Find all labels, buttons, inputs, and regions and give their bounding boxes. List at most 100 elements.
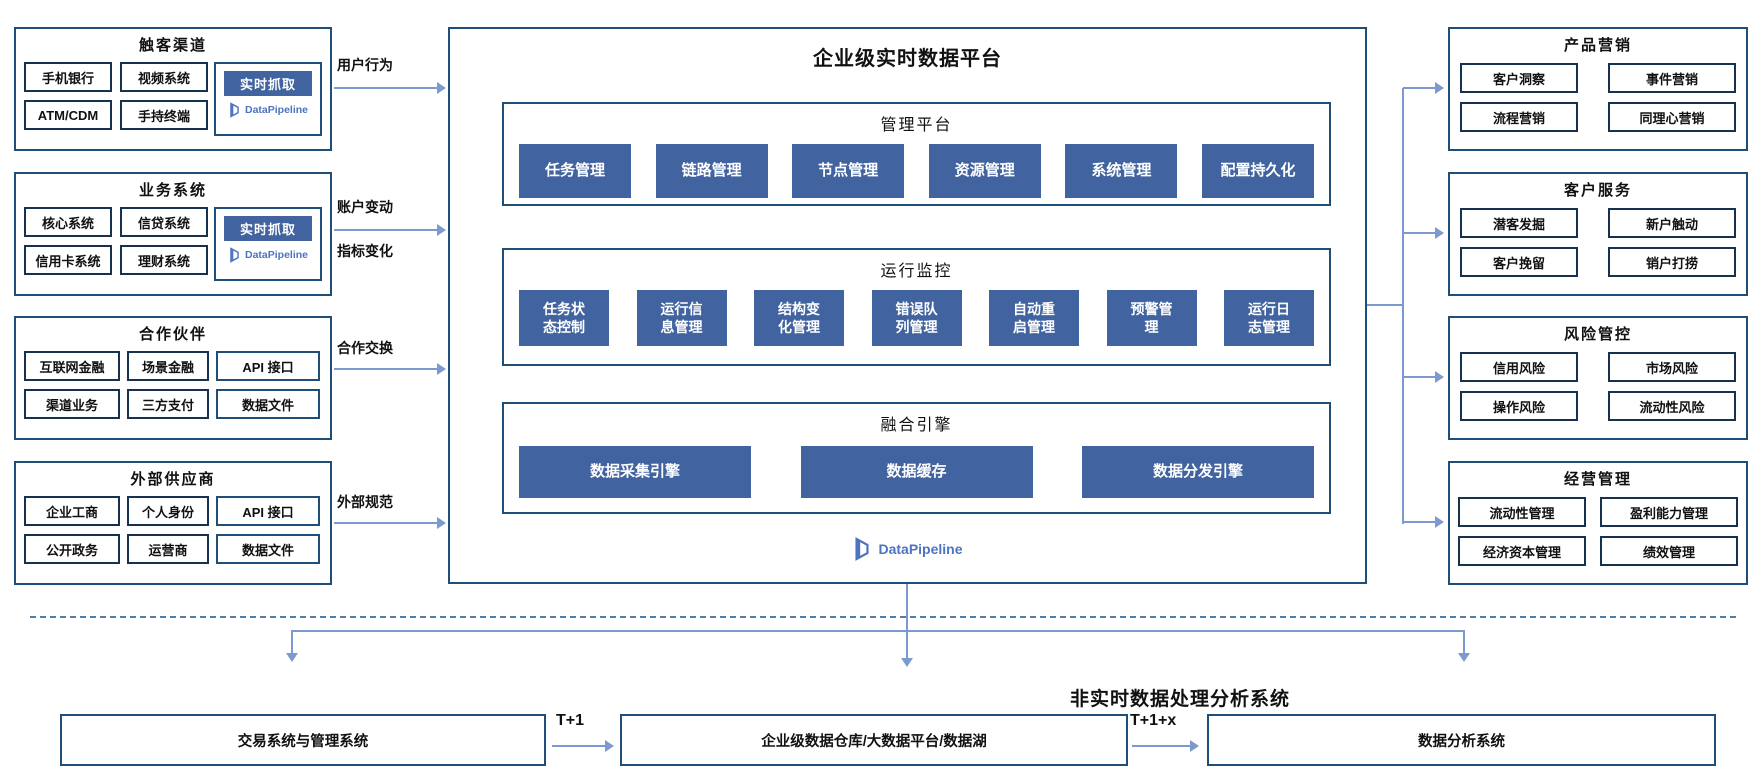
- item-grid: 核心系统 信贷系统 信用卡系统 理财系统: [24, 207, 208, 281]
- arrow-to-risk-control: [1403, 371, 1444, 383]
- module-line: 运行日: [1248, 300, 1290, 317]
- list-item: 新户触动: [1608, 208, 1736, 238]
- trunk-line: [1402, 88, 1404, 524]
- logo-text: DataPipeline: [244, 104, 309, 116]
- item-grid: 手机银行 视频系统 ATM/CDM 手持终端: [24, 62, 208, 136]
- list-item: 手持终端: [120, 100, 208, 130]
- panel-title: 业务系统: [138, 182, 207, 199]
- list-item: 渠道业务: [24, 389, 120, 419]
- module-line: 理: [1144, 319, 1159, 335]
- list-item: 潜客发掘: [1460, 208, 1578, 238]
- arrow-external-spec: [334, 517, 446, 529]
- flow-label-external-spec: 外部规范: [337, 494, 393, 510]
- module-line: 息管理: [660, 319, 703, 335]
- module-box: 配置持久化: [1201, 144, 1314, 198]
- panel-risk-control: 风险管控 信用风险 市场风险 操作风险 流动性风险: [1448, 316, 1748, 440]
- capture-label: 实时抓取: [224, 216, 312, 241]
- list-item: 同理心营销: [1608, 102, 1736, 132]
- module-box: 系统管理: [1065, 144, 1178, 198]
- module-line: 化管理: [778, 319, 820, 335]
- module-line: 结构变: [778, 300, 820, 317]
- module-line: 志管理: [1248, 319, 1290, 335]
- list-item: 销户打捞: [1608, 247, 1736, 277]
- module-box: 错误队 列管理: [871, 290, 962, 346]
- arrow-account-change: [334, 224, 446, 236]
- datapipeline-logo-icon: [230, 102, 239, 118]
- datapipeline-logo-icon: [855, 537, 870, 561]
- flow-label-cooperation-exchange: 合作交换: [337, 340, 393, 356]
- list-item: 流程营销: [1460, 102, 1578, 132]
- list-item: 运营商: [127, 534, 209, 564]
- datapipeline-logo-icon: [230, 247, 239, 263]
- channel-item: API 接口: [216, 351, 320, 381]
- list-item: 信用卡系统: [24, 245, 112, 275]
- engine-box: 数据缓存: [800, 446, 1033, 498]
- realtime-nonrealtime-divider: [30, 616, 1736, 618]
- t-plus-1-x-label: T+1+x: [1130, 712, 1177, 729]
- item-grid: 潜客发掘 新户触动 客户挽留 销户打捞: [1460, 208, 1736, 277]
- engine-box: 数据分发引擎: [1082, 446, 1314, 498]
- nonrealtime-title: 非实时数据处理分析系统: [1069, 689, 1290, 710]
- bottom-connector-line: [292, 630, 1464, 632]
- list-item: 公开政务: [24, 534, 120, 564]
- platform-title: 企业级实时数据平台: [813, 48, 1002, 70]
- panel-partners: 合作伙伴 互联网金融 场景金融 API 接口 渠道业务 三方支付 数据文件: [14, 316, 332, 440]
- module-box: 预警管 理: [1106, 290, 1197, 346]
- list-item: 场景金融: [127, 351, 209, 381]
- item-grid: 客户洞察 事件营销 流程营销 同理心营销: [1460, 63, 1736, 132]
- list-item: ATM/CDM: [24, 100, 112, 130]
- realtime-data-platform: 企业级实时数据平台 管理平台 任务管理 链路管理 节点管理 资源管理 系统管理 …: [448, 27, 1367, 584]
- module-box: 自动重 启管理: [989, 290, 1079, 346]
- logo-text: DataPipeline: [244, 249, 309, 261]
- list-item: 信贷系统: [120, 207, 208, 237]
- module-line: 任务状: [543, 300, 585, 317]
- list-item: 绩效管理: [1600, 536, 1738, 566]
- item-grid: 企业工商 个人身份 API 接口 公开政务 运营商 数据文件: [24, 496, 320, 564]
- list-item: 流动性管理: [1458, 497, 1586, 527]
- section-title: 管理平台: [880, 117, 953, 134]
- module-box: 节点管理: [792, 144, 905, 198]
- list-item: 盈利能力管理: [1600, 497, 1738, 527]
- section-fusion-engine: 融合引擎 数据采集引擎 数据缓存 数据分发引擎: [502, 402, 1331, 514]
- list-item: 市场风险: [1608, 352, 1736, 382]
- module-line: 列管理: [895, 319, 938, 335]
- arrow-cooperation-exchange: [334, 363, 446, 375]
- panel-product-marketing: 产品营销 客户洞察 事件营销 流程营销 同理心营销: [1448, 27, 1748, 151]
- arrow-user-behavior: [334, 82, 446, 94]
- module-line: 预警管: [1130, 300, 1173, 317]
- arrow-t-plus-1: [552, 740, 614, 752]
- list-item: 视频系统: [120, 62, 208, 92]
- item-grid: 流动性管理 盈利能力管理 经济资本管理 绩效管理: [1458, 497, 1738, 566]
- flow-label-account-change: 账户变动: [337, 199, 393, 215]
- panel-title: 风险管控: [1563, 326, 1632, 343]
- section-management-platform: 管理平台 任务管理 链路管理 节点管理 资源管理 系统管理 配置持久化: [502, 102, 1331, 206]
- panel-title: 触客渠道: [138, 37, 207, 54]
- panel-external-suppliers: 外部供应商 企业工商 个人身份 API 接口 公开政务 运营商 数据文件: [14, 461, 332, 585]
- panel-title: 外部供应商: [130, 471, 216, 488]
- item-grid: 互联网金融 场景金融 API 接口 渠道业务 三方支付 数据文件: [24, 351, 320, 419]
- panel-customer-service: 客户服务 潜客发掘 新户触动 客户挽留 销户打捞: [1448, 172, 1748, 296]
- box-enterprise-data-warehouse: 企业级数据仓库/大数据平台/数据湖: [620, 714, 1128, 766]
- flow-label-indicator-change: 指标变化: [337, 243, 393, 259]
- list-item: 客户洞察: [1460, 63, 1578, 93]
- arrow-down-from-platform: [901, 584, 913, 667]
- box-transaction-management-systems: 交易系统与管理系统: [60, 714, 546, 766]
- module-box: 运行信 息管理: [636, 290, 727, 346]
- panel-title: 经营管理: [1563, 471, 1632, 488]
- list-item: 信用风险: [1460, 352, 1578, 382]
- arrow-to-customer-service: [1403, 227, 1444, 239]
- list-item: 经济资本管理: [1458, 536, 1586, 566]
- list-item: 事件营销: [1608, 63, 1736, 93]
- module-line: 启管理: [1013, 319, 1055, 335]
- list-item: 个人身份: [127, 496, 209, 526]
- realtime-capture-card: 实时抓取 DataPipeline: [214, 62, 322, 136]
- logo-text: DataPipeline: [878, 541, 963, 557]
- module-box: 任务管理: [519, 144, 631, 198]
- list-item: 互联网金融: [24, 351, 120, 381]
- datapipeline-logo: DataPipeline: [450, 537, 1365, 561]
- list-item: 客户挽留: [1460, 247, 1578, 277]
- module-box: 结构变 化管理: [754, 290, 844, 346]
- list-item: 手机银行: [24, 62, 112, 92]
- panel-title: 产品营销: [1563, 37, 1632, 54]
- box-data-analysis-system: 数据分析系统: [1207, 714, 1716, 766]
